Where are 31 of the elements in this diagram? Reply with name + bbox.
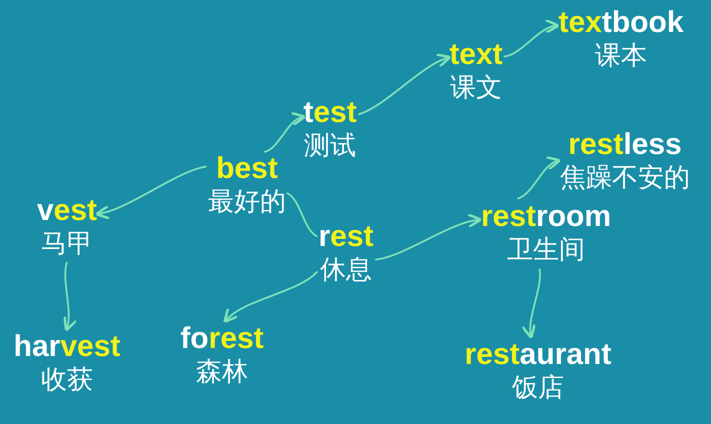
curved-arrow <box>375 214 482 260</box>
english-word: text <box>449 38 503 72</box>
chinese-meaning: 收获 <box>41 364 93 396</box>
curved-arrow <box>95 166 207 219</box>
english-word: restroom <box>480 200 612 234</box>
english-word: rest <box>318 220 374 254</box>
english-word: vest <box>36 194 98 228</box>
english-word: harvest <box>14 330 120 364</box>
chinese-meaning: 卫生间 <box>507 234 585 266</box>
chinese-meaning: 测试 <box>304 130 356 162</box>
chinese-meaning: 森林 <box>196 356 248 388</box>
chinese-meaning: 马甲 <box>41 228 93 260</box>
english-word: forest <box>180 322 264 356</box>
curved-arrow <box>223 270 318 323</box>
english-word: best <box>216 152 278 186</box>
curved-arrow <box>522 268 541 340</box>
curved-arrow <box>264 113 306 153</box>
curved-arrow <box>504 20 560 58</box>
english-word: textbook <box>558 6 684 40</box>
curved-arrow <box>517 157 562 200</box>
english-word: test <box>303 96 357 130</box>
curved-arrow <box>358 54 452 116</box>
curved-arrow <box>62 262 77 332</box>
chinese-meaning: 最好的 <box>208 186 286 218</box>
english-word: restless <box>568 128 682 162</box>
chinese-meaning: 饭店 <box>512 372 564 404</box>
chinese-meaning: 课本 <box>595 40 647 72</box>
chinese-meaning: 课文 <box>450 72 502 104</box>
english-word: restaurant <box>464 338 612 372</box>
chinese-meaning: 焦躁不安的 <box>560 162 690 194</box>
chinese-meaning: 休息 <box>320 254 372 286</box>
